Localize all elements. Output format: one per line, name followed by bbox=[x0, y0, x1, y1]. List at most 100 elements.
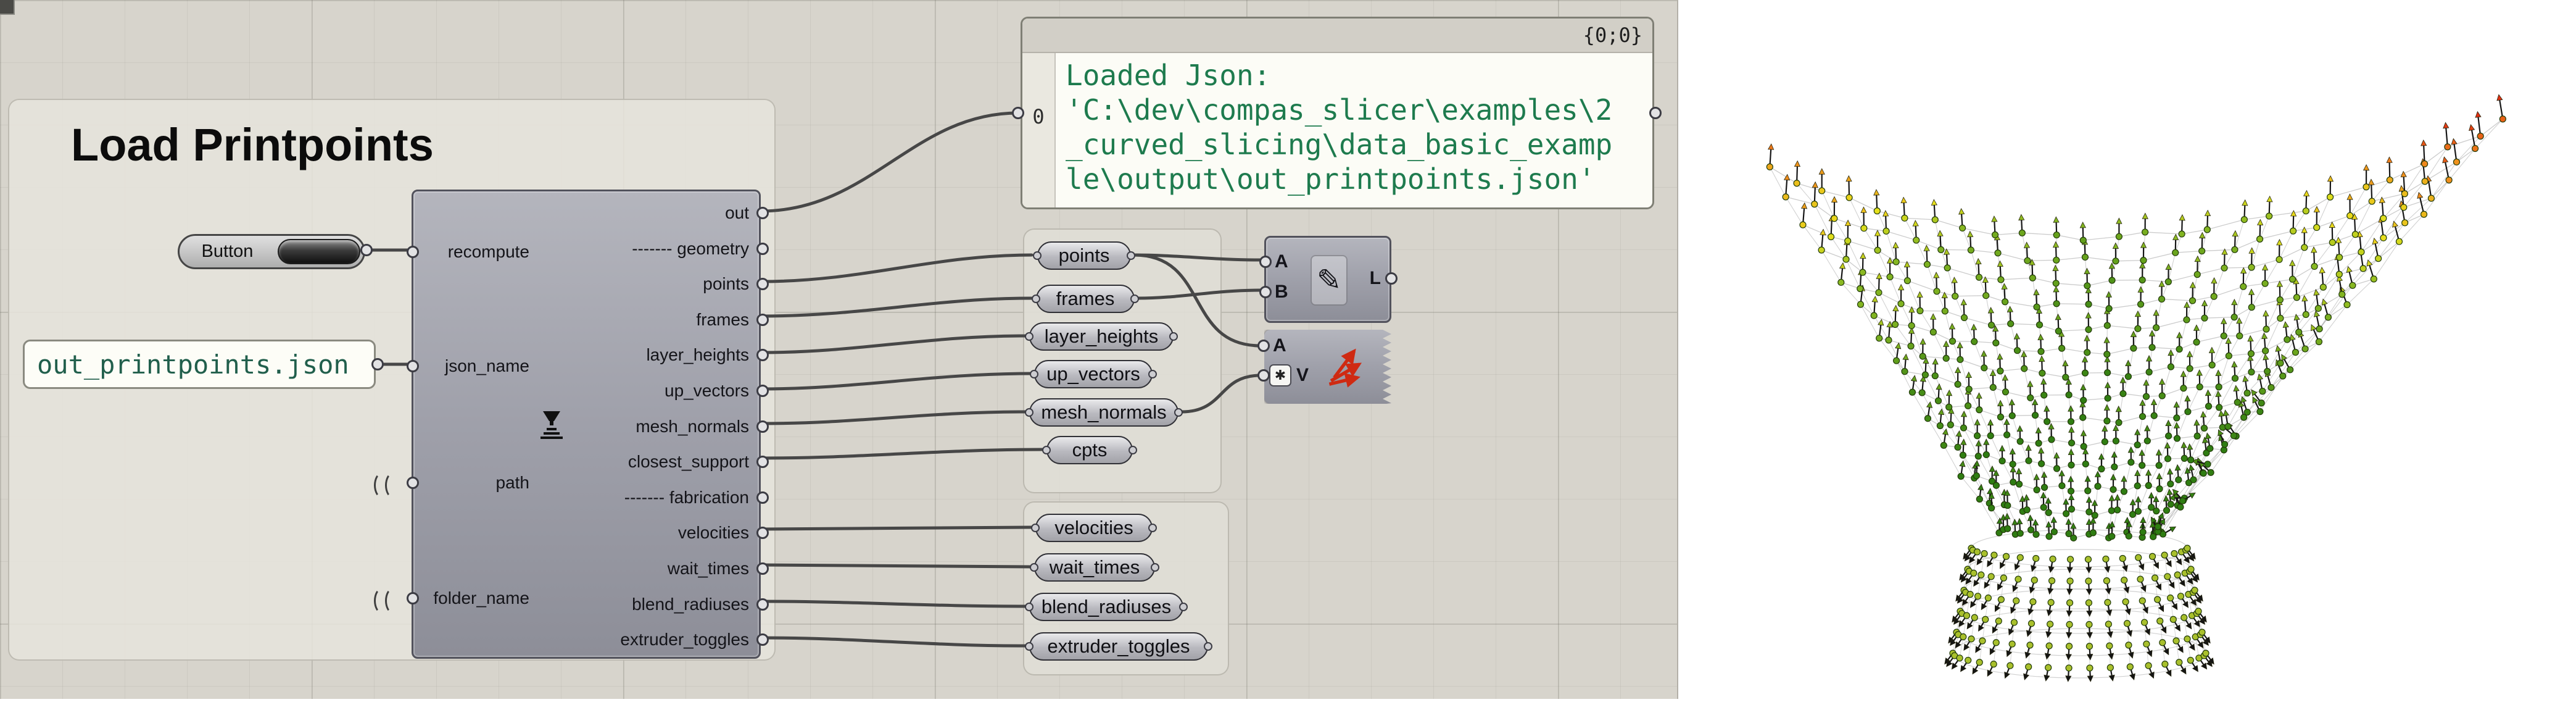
output-port[interactable] bbox=[756, 598, 769, 611]
button-component[interactable]: Button bbox=[178, 234, 365, 269]
capsule-label: wait_times bbox=[1050, 556, 1140, 579]
line-input-a-port[interactable] bbox=[1259, 256, 1272, 268]
viewport-3d-scene bbox=[1678, 0, 2576, 699]
panel-body: 0 Loaded Json: 'C:\dev\compas_slicer\exa… bbox=[1022, 53, 1652, 207]
input-port[interactable] bbox=[407, 592, 419, 604]
vector-display-component[interactable]: A ✱ V bbox=[1264, 330, 1391, 404]
vector-input-v-port[interactable] bbox=[1257, 369, 1270, 382]
wire bbox=[761, 412, 1025, 424]
capsule-label: mesh_normals bbox=[1041, 401, 1166, 424]
component-output-label: mesh_normals bbox=[636, 416, 749, 437]
output-port[interactable] bbox=[756, 349, 769, 361]
output-port[interactable] bbox=[756, 491, 769, 504]
panel-text: Loaded Json: 'C:\dev\compas_slicer\examp… bbox=[1056, 53, 1622, 207]
component-output-label: velocities bbox=[678, 522, 749, 543]
load-printpoints-component[interactable]: recompute json_name path folder_name out… bbox=[412, 190, 761, 659]
expression-icon[interactable]: ✱ bbox=[1269, 364, 1291, 387]
component-output-label: extruder_toggles bbox=[620, 629, 749, 650]
param-capsule-wait-times[interactable]: wait_times bbox=[1034, 553, 1155, 582]
component-output-label: out bbox=[725, 203, 749, 224]
param-capsule-extruder-toggles[interactable]: extruder_toggles bbox=[1029, 632, 1208, 661]
line-input-a-label: A bbox=[1275, 251, 1288, 272]
param-capsule-cpts[interactable]: cpts bbox=[1046, 436, 1133, 464]
line-input-b-port[interactable] bbox=[1259, 286, 1272, 298]
output-port[interactable] bbox=[756, 456, 769, 468]
capsule-label: velocities bbox=[1054, 517, 1133, 539]
line-output-l-label: L bbox=[1370, 268, 1381, 289]
component-output-label: blend_radiuses bbox=[632, 594, 749, 615]
output-port[interactable] bbox=[756, 633, 769, 646]
wire bbox=[761, 449, 1043, 458]
capsule-label: frames bbox=[1056, 288, 1115, 310]
capsule-label: blend_radiuses bbox=[1042, 596, 1171, 618]
pencil-icon: ✎ bbox=[1317, 263, 1341, 298]
panel-output-port[interactable] bbox=[1649, 107, 1662, 119]
wire bbox=[761, 374, 1030, 389]
output-port[interactable] bbox=[756, 207, 769, 219]
wire bbox=[761, 113, 1018, 211]
capsule-label: layer_heights bbox=[1045, 325, 1158, 348]
wire bbox=[761, 638, 1025, 646]
component-input-label: json_name bbox=[413, 356, 529, 377]
capsule-label: up_vectors bbox=[1046, 363, 1140, 385]
component-output-label: layer_heights bbox=[646, 345, 749, 366]
optional-input-marker bbox=[385, 588, 401, 614]
param-capsule-blend-radiuses[interactable]: blend_radiuses bbox=[1029, 593, 1183, 621]
panel-path-badge: {0;0} bbox=[1583, 23, 1642, 47]
capsule-label: points bbox=[1059, 244, 1110, 267]
panel-index-margin: 0 bbox=[1022, 53, 1056, 207]
output-port[interactable] bbox=[756, 243, 769, 255]
button-press-area[interactable] bbox=[278, 239, 360, 264]
param-capsule-points[interactable]: points bbox=[1037, 241, 1131, 270]
component-output-label: wait_times bbox=[668, 558, 749, 579]
input-port[interactable] bbox=[407, 246, 419, 258]
panel-header: {0;0} bbox=[1022, 19, 1652, 53]
output-port[interactable] bbox=[756, 562, 769, 575]
component-output-label: frames bbox=[696, 309, 749, 330]
panel-item-index: 0 bbox=[1032, 105, 1044, 128]
grasshopper-canvas[interactable]: Load Printpoints Button out_printpoints.… bbox=[0, 0, 1677, 699]
output-port[interactable] bbox=[756, 385, 769, 397]
wire bbox=[1138, 290, 1261, 298]
panel-input-port[interactable] bbox=[1012, 107, 1024, 119]
capsule-label: cpts bbox=[1072, 439, 1108, 461]
output-port[interactable] bbox=[756, 314, 769, 326]
line-output-l-port[interactable] bbox=[1385, 272, 1398, 285]
param-capsule-up-vectors[interactable]: up_vectors bbox=[1034, 360, 1153, 388]
rhino-viewport[interactable] bbox=[1677, 0, 2576, 699]
output-port[interactable] bbox=[756, 420, 769, 433]
filename-panel-output-port[interactable] bbox=[371, 358, 384, 370]
vector-input-a-label: A bbox=[1273, 335, 1286, 356]
capsule-label: extruder_toggles bbox=[1048, 635, 1190, 658]
wire bbox=[761, 336, 1025, 353]
button-output-port[interactable] bbox=[360, 244, 373, 256]
line-component[interactable]: A B L ✎ bbox=[1264, 236, 1391, 323]
component-output-label: closest_support bbox=[628, 451, 749, 472]
component-output-label: points bbox=[703, 274, 749, 295]
output-port[interactable] bbox=[756, 278, 769, 290]
filename-panel-text: out_printpoints.json bbox=[37, 349, 349, 380]
output-port[interactable] bbox=[756, 527, 769, 539]
button-label: Button bbox=[180, 236, 275, 267]
component-output-label: up_vectors bbox=[665, 380, 749, 401]
vector-input-v-label: V bbox=[1296, 365, 1309, 386]
wire bbox=[761, 565, 1030, 567]
wire bbox=[761, 298, 1032, 316]
optional-input-marker bbox=[385, 472, 401, 498]
component-input-label: folder_name bbox=[413, 588, 529, 609]
vector-input-a-port[interactable] bbox=[1257, 340, 1270, 352]
param-capsule-layer-heights[interactable]: layer_heights bbox=[1029, 322, 1174, 351]
param-capsule-velocities[interactable]: velocities bbox=[1035, 514, 1153, 542]
line-input-b-label: B bbox=[1275, 282, 1288, 303]
component-output-label: ------- geometry bbox=[632, 238, 749, 259]
wire bbox=[761, 527, 1032, 529]
line-icon-box: ✎ bbox=[1311, 255, 1348, 306]
filename-panel[interactable]: out_printpoints.json bbox=[23, 340, 376, 389]
output-panel[interactable]: {0;0} 0 Loaded Json: 'C:\dev\compas_slic… bbox=[1021, 17, 1654, 209]
input-port[interactable] bbox=[407, 360, 419, 372]
param-capsule-frames[interactable]: frames bbox=[1036, 285, 1135, 313]
wire bbox=[761, 601, 1025, 606]
input-port[interactable] bbox=[407, 477, 419, 489]
expression-glyph: ✱ bbox=[1275, 368, 1286, 383]
param-capsule-mesh-normals[interactable]: mesh_normals bbox=[1029, 398, 1178, 427]
